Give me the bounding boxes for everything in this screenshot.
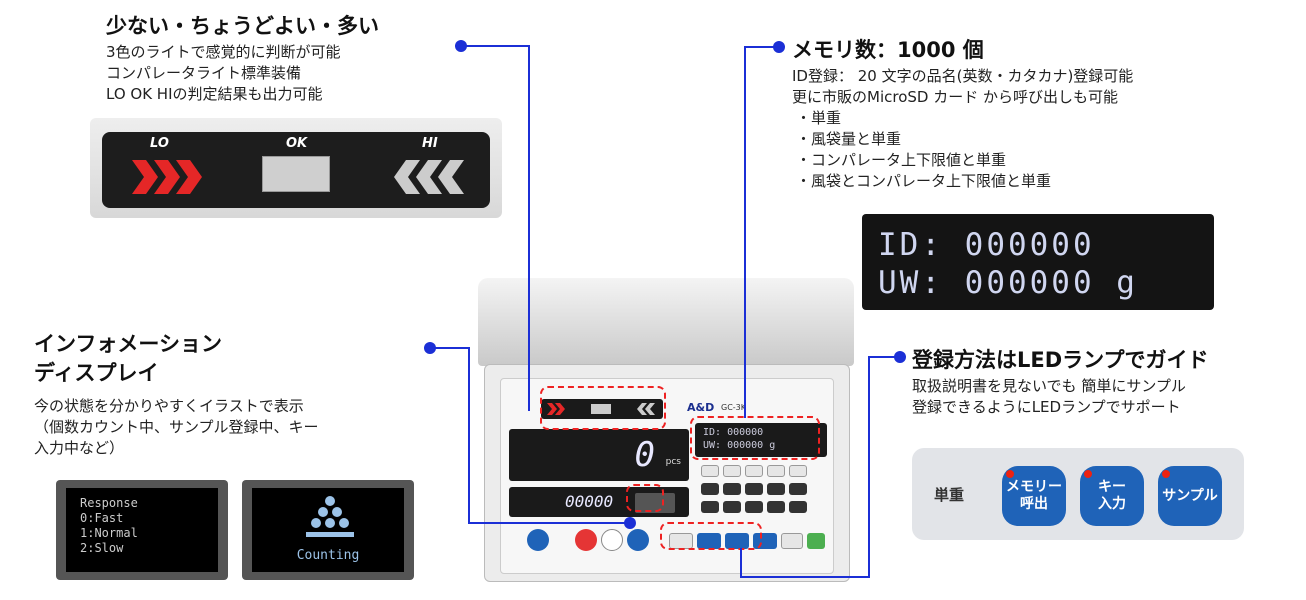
scale-key-input-key[interactable] — [725, 533, 749, 549]
memory-bullet: ・単重 — [796, 109, 842, 127]
stacked-parts-icon — [306, 496, 354, 537]
screen-line: 1:Normal — [80, 526, 138, 540]
scale-front-panel: A&D GC-3K 0 pcs ID: 000000 UW: 000000 g … — [500, 378, 834, 574]
info-line: （個数カウント中、サンプル登録中、キー — [34, 418, 319, 436]
sample-button[interactable]: サンプル — [1158, 466, 1222, 526]
scale-lo-icon — [547, 403, 565, 415]
scale-numeric-key[interactable] — [701, 483, 719, 495]
scale-numeric-key[interactable] — [723, 501, 741, 513]
pcs-unit: pcs — [665, 457, 681, 467]
info-screen-response: Response 0:Fast 1:Normal 2:Slow — [56, 480, 228, 580]
display-line-id: ID: 000000 — [878, 227, 1095, 263]
scale-enter-key[interactable] — [807, 533, 825, 549]
scale-lcd-line: ID: 000000 — [703, 427, 764, 438]
lights-highlight — [540, 386, 666, 430]
scale-memory-key[interactable] — [697, 533, 721, 549]
scale-print-button[interactable] — [627, 529, 649, 551]
lights-heading: 少ない・ちょうどよい・多い — [106, 14, 379, 38]
scale-zero-button[interactable] — [575, 529, 597, 551]
scale-key[interactable] — [723, 465, 741, 477]
memory-highlight — [690, 416, 820, 460]
guide-heading: 登録方法はLEDランプでガイド — [912, 348, 1209, 372]
memory-callout-dot — [773, 41, 785, 53]
info-line: 今の状態を分かりやすくイラストで表示 — [34, 397, 304, 415]
screen-line: 2:Slow — [80, 541, 124, 555]
guide-highlight — [660, 522, 762, 550]
scale-memory-display: ID: 000000 UW: 000000 g — [695, 423, 827, 457]
info-heading-line: ディスプレイ — [34, 361, 159, 385]
scale-lcd-line: UW: 000000 g — [703, 440, 776, 451]
hi-label: HI — [422, 136, 438, 151]
pcs-value: 0 — [634, 435, 655, 475]
guide-callout-dot — [894, 351, 906, 363]
scale-numeric-key[interactable] — [701, 501, 719, 513]
display-line-uw: UW: 000000 g — [878, 265, 1138, 301]
ok-label: OK — [286, 136, 308, 151]
key-led — [1084, 470, 1092, 478]
guide-button-panel: 単重 メモリー 呼出 キー 入力 サンプル — [912, 448, 1244, 540]
scale-comparator-lights — [541, 399, 663, 419]
scale-count-display: 0 pcs — [509, 429, 689, 481]
scale-model: GC-3K — [721, 403, 747, 412]
scale-numeric-key[interactable] — [767, 501, 785, 513]
scale-numeric-key[interactable] — [789, 501, 807, 513]
memory-bullet: ・風袋量と単重 — [796, 130, 902, 148]
memory-led — [1006, 470, 1014, 478]
hi-chevron-icon — [394, 160, 464, 194]
screen-line: 0:Fast — [80, 511, 124, 525]
scale-numeric-key[interactable] — [767, 483, 785, 495]
screen-line: Response — [80, 496, 138, 510]
sample-led — [1162, 470, 1170, 478]
guide-line: 取扱説明書を見ないでも 簡単にサンプル — [912, 377, 1186, 395]
scale-brand-logo: A&D — [687, 401, 715, 414]
lo-label: LO — [150, 136, 169, 151]
scale-numeric-key[interactable] — [723, 483, 741, 495]
ok-light — [262, 156, 330, 192]
scale-key[interactable] — [789, 465, 807, 477]
lights-line: 3色のライトで感覚的に判断が可能 — [106, 43, 341, 61]
scale-key[interactable] — [781, 533, 803, 549]
lights-line: コンパレータライト標準装備 — [106, 64, 302, 82]
info-line: 入力中など） — [34, 439, 125, 457]
scale-ok-light — [591, 404, 611, 414]
guide-description: 取扱説明書を見ないでも 簡単にサンプル 登録できるようにLEDランプでサポート — [912, 376, 1186, 418]
scale-info-screen — [635, 493, 675, 513]
lights-description: 3色のライトで感覚的に判断が可能 コンパレータライト標準装備 LO OK HIの… — [106, 42, 341, 105]
scale-hi-icon — [637, 403, 655, 415]
counting-label: Counting — [296, 548, 360, 563]
scale-power-button[interactable] — [527, 529, 549, 551]
scale-tare-button[interactable] — [601, 529, 623, 551]
scale-numeric-key[interactable] — [745, 483, 763, 495]
info-highlight — [626, 484, 664, 512]
guide-line: 登録できるようにLEDランプでサポート — [912, 398, 1181, 416]
unit-weight-label: 単重 — [934, 486, 965, 504]
scale-weight-display: 00000 — [509, 487, 689, 517]
scale-numeric-key[interactable] — [789, 483, 807, 495]
scale-numeric-key[interactable] — [745, 501, 763, 513]
info-screen-counting: Counting — [242, 480, 414, 580]
lights-line: LO OK HIの判定結果も出力可能 — [106, 85, 323, 103]
info-heading: インフォメーション ディスプレイ — [34, 330, 222, 388]
weight-value: 00000 — [565, 492, 614, 511]
memory-line: ID登録： 20 文字の品名(英数・カタカナ)登録可能 — [792, 67, 1134, 85]
scale-key[interactable] — [745, 465, 763, 477]
memory-description: ID登録： 20 文字の品名(英数・カタカナ)登録可能 更に市販のMicroSD… — [792, 66, 1133, 192]
memory-line: 更に市販のMicroSD カード から呼び出しも可能 — [792, 88, 1118, 106]
lo-chevron-icon — [132, 160, 202, 194]
memory-display: ID: 000000 UW: 000000 g — [862, 214, 1214, 310]
memory-bullet: ・コンパレータ上下限値と単重 — [796, 151, 1007, 169]
comparator-light-panel: LO OK HI — [102, 132, 490, 208]
info-description: 今の状態を分かりやすくイラストで表示 （個数カウント中、サンプル登録中、キー 入… — [34, 396, 319, 459]
memory-bullet: ・風袋とコンパレータ上下限値と単重 — [796, 172, 1052, 190]
info-target-dot — [624, 517, 636, 529]
weighing-pan — [478, 278, 854, 366]
scale-key[interactable] — [767, 465, 785, 477]
info-heading-line: インフォメーション — [34, 332, 222, 356]
memory-heading: メモリ数：1000 個 — [792, 38, 984, 62]
scale-key[interactable] — [701, 465, 719, 477]
